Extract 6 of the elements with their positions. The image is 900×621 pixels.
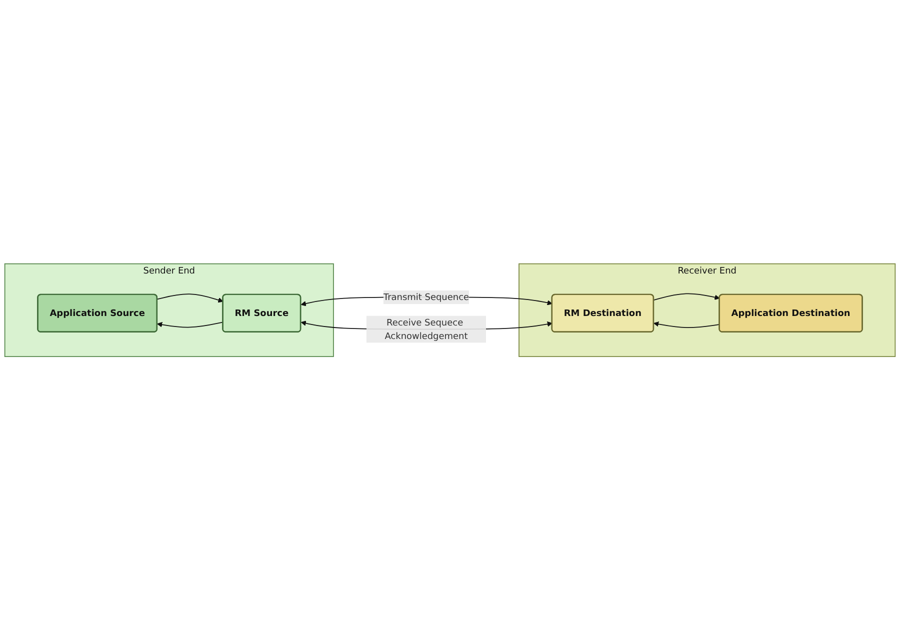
arrow [157,322,224,328]
arrow [156,294,224,303]
arrow [653,294,720,301]
edge-label: Transmit Sequence [383,292,470,303]
arrow [654,322,720,328]
edge-label: Receive Sequece Acknowledgement [384,317,468,342]
